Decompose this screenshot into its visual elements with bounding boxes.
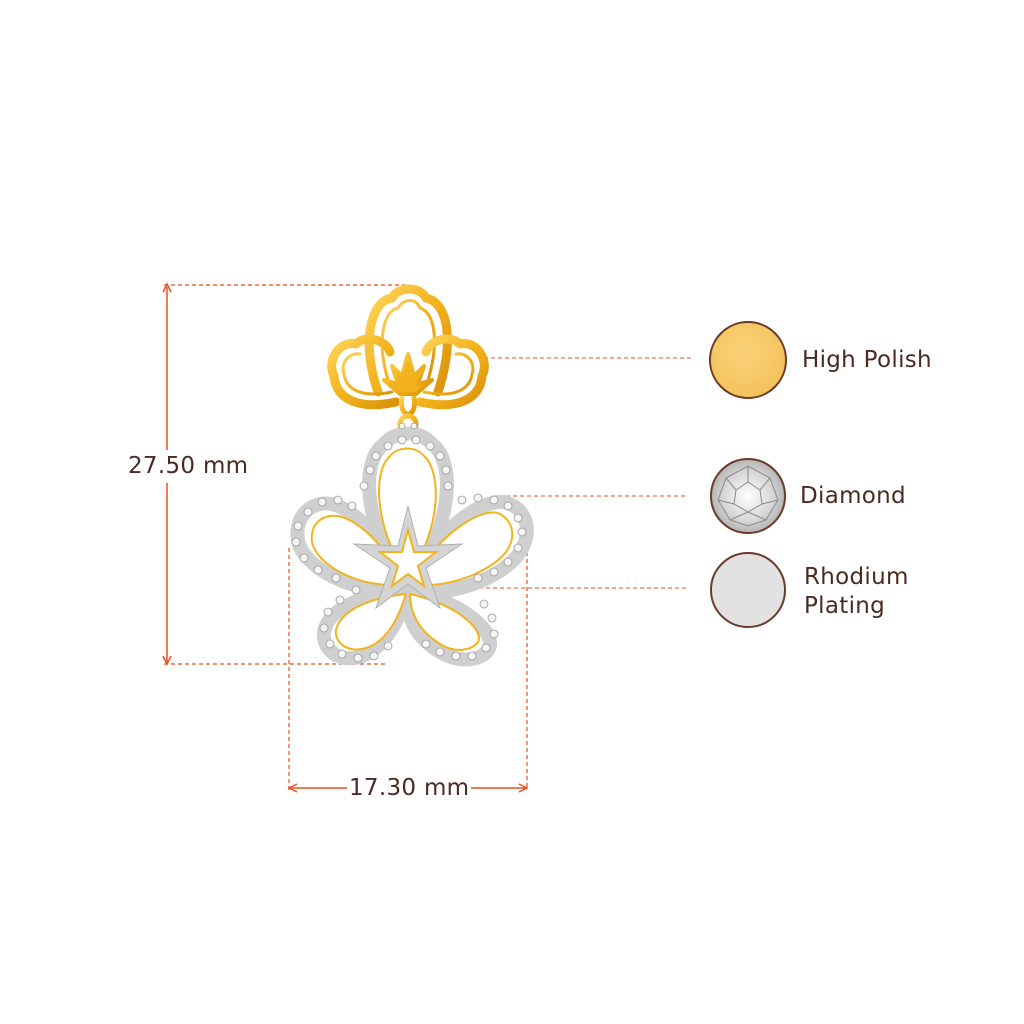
- width-arrow-right: [518, 783, 529, 793]
- gold-center-lobe: [364, 284, 452, 397]
- gold-swatch-icon: [709, 321, 787, 399]
- legend-label-rhodium-line1: Rhodium: [804, 564, 909, 590]
- gold-left-lobe: [327, 334, 401, 410]
- legend-label-high-polish: High Polish: [802, 347, 932, 373]
- gold-center-flame: [382, 352, 434, 396]
- height-dimension: [162, 282, 410, 666]
- diamond-pave-stones: [291, 422, 527, 663]
- legend-label-diamond: Diamond: [800, 483, 906, 509]
- width-arrow-left: [287, 783, 298, 793]
- rhodium-swatch-icon: [710, 552, 786, 628]
- height-dimension-label: 27.50 mm: [128, 453, 249, 479]
- legend-label-rhodium-line2: Plating: [804, 593, 886, 619]
- height-arrow-bottom: [162, 655, 172, 666]
- height-arrow-top: [162, 282, 172, 293]
- gold-left-lobe-inner: [341, 352, 394, 396]
- legend-label-rhodium-plating: Rhodium Plating: [804, 563, 909, 621]
- gold-center-lobe-inner: [380, 299, 436, 382]
- star-inner: [377, 526, 439, 589]
- gold-right-lobe: [415, 334, 489, 410]
- gold-top-motif: [327, 284, 489, 435]
- legend-swatches: [709, 321, 787, 628]
- width-dimension-label: 17.30 mm: [347, 774, 472, 803]
- flower-outline-outer: [290, 426, 534, 667]
- gold-right-lobe-inner: [422, 352, 475, 396]
- diamond-swatch-icon: [710, 458, 786, 534]
- diamond-flower: [290, 422, 534, 667]
- gold-bail: [399, 395, 417, 417]
- center-star: [352, 505, 464, 610]
